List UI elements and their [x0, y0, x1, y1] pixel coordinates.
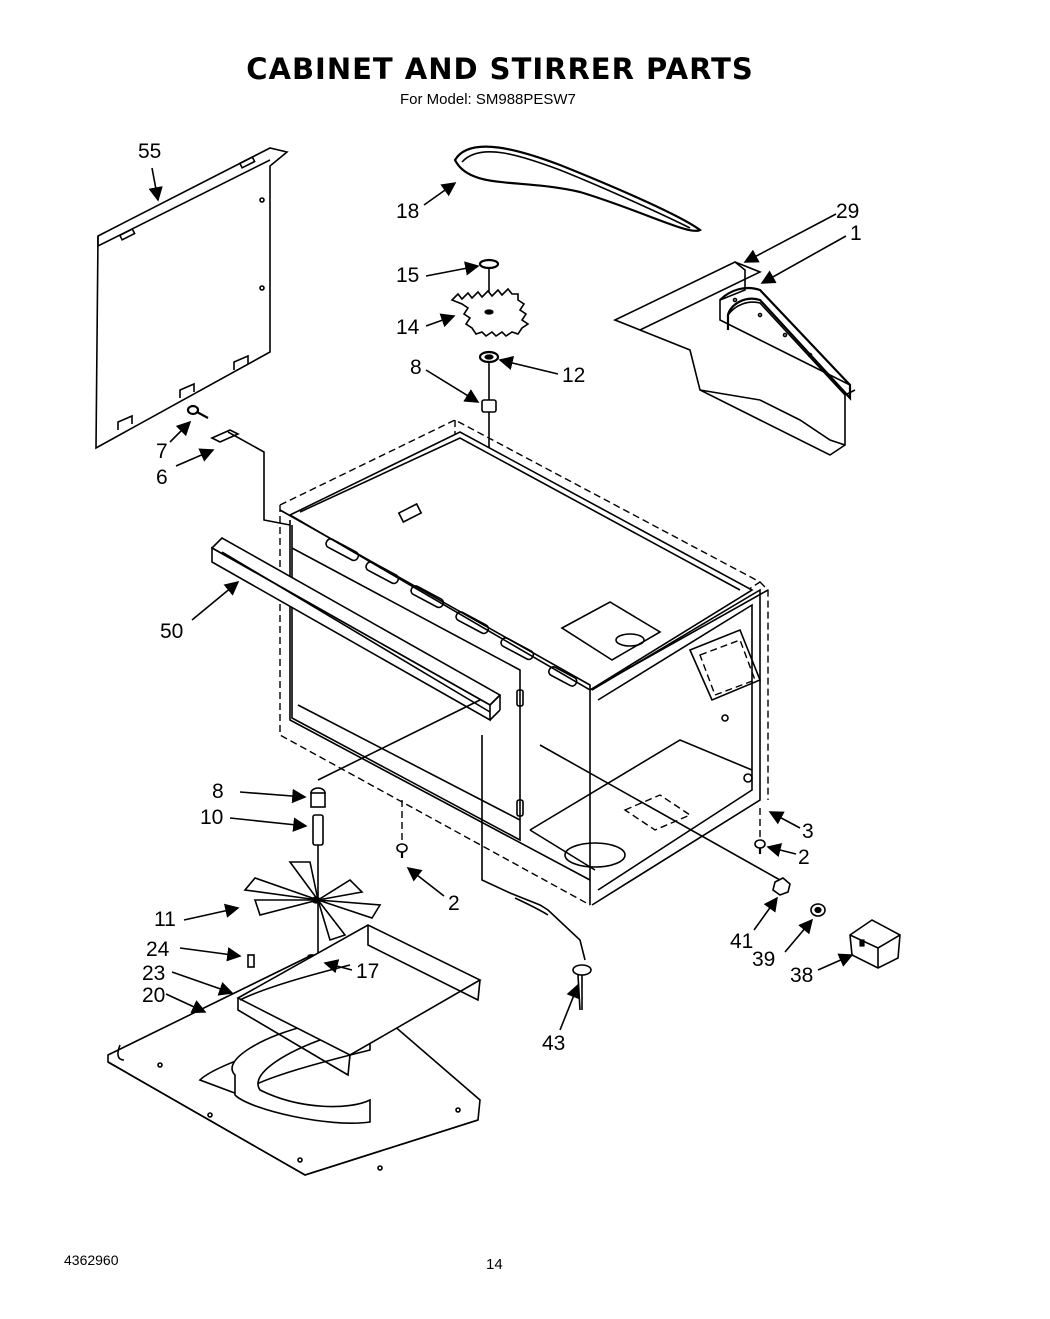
part-29-1-waveguide [613, 261, 856, 456]
page-title: CABINET AND STIRRER PARTS [246, 52, 754, 86]
callout-6: 6 [156, 466, 168, 489]
callout-3: 3 [802, 820, 814, 843]
cabinet-body [279, 419, 769, 906]
callout-7: 7 [156, 440, 168, 463]
callout-8-bottom: 8 [212, 780, 224, 803]
part-55-rear-panel [95, 147, 289, 450]
callout-55: 55 [138, 140, 161, 163]
part-50-choke-strip [210, 537, 502, 722]
callout-29: 29 [836, 200, 859, 223]
part-2-3-screws-right [754, 808, 766, 854]
callout-labels: 55 18 29 1 15 14 12 8 7 6 50 8 10 2 3 2 … [138, 140, 862, 1055]
callout-8-top: 8 [410, 356, 422, 379]
part-2-screw-bottom [396, 800, 408, 858]
callout-1: 1 [850, 222, 862, 245]
part-7-6-screw-clip [186, 404, 291, 526]
document-number: 4362960 [64, 1252, 119, 1268]
callout-24: 24 [146, 938, 170, 961]
callout-10: 10 [200, 806, 223, 829]
callout-2-bottom: 2 [448, 892, 460, 915]
callout-12: 12 [562, 364, 585, 387]
callout-14: 14 [396, 316, 420, 339]
callout-41: 41 [730, 930, 753, 953]
callout-23: 23 [142, 962, 165, 985]
callout-43: 43 [542, 1032, 565, 1055]
callout-leaders [148, 167, 854, 1031]
callout-2-right: 2 [798, 846, 810, 869]
page-number: 14 [486, 1256, 503, 1273]
part-41-39-38-switch [539, 744, 901, 969]
callout-15: 15 [396, 264, 419, 287]
callout-38: 38 [790, 964, 813, 987]
callout-50: 50 [160, 620, 183, 643]
callout-11: 11 [154, 908, 176, 931]
part-43-thermal-probe [481, 735, 592, 1011]
callout-18: 18 [396, 200, 419, 223]
part-18-seal [453, 145, 702, 232]
model-subtitle: For Model: SM988PESW7 [400, 91, 576, 108]
callout-39: 39 [752, 948, 775, 971]
callout-20: 20 [142, 984, 165, 1007]
part-8-10-11-17-lower-stirrer [243, 699, 481, 966]
callout-17: 17 [356, 960, 379, 983]
